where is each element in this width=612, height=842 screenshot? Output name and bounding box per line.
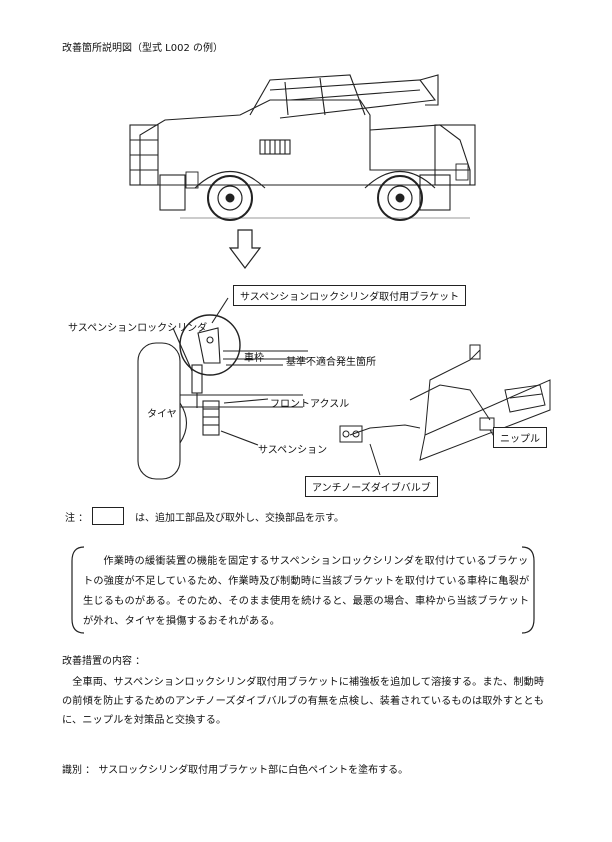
bracket-label: サスペンションロックシリンダ取付用ブラケット <box>233 285 467 306</box>
measures-heading: 改善措置の内容 ： <box>62 656 146 667</box>
anti-nose-dive-valve-figure <box>339 344 551 476</box>
front-axle-label: フロントアクスル <box>270 399 350 410</box>
valve-label: アンチノーズダイブバルブ <box>305 476 438 497</box>
defect-description: 作業時の緩衝装置の機能を固定するサスペンションロックシリンダを取付けているブラケ… <box>83 556 530 627</box>
measures-body: 全車両、サスペンションロックシリンダ取付用ブラケットに補強板を追加して溶接する。… <box>62 677 545 726</box>
suspension-label: サスペンション <box>258 445 328 456</box>
tire-label: タイヤ <box>147 409 177 420</box>
suspension-detail-figure <box>137 297 308 480</box>
crane-illustration <box>129 74 476 221</box>
nipple-label: ニップル <box>493 427 547 448</box>
warning-bracket-frame <box>71 546 535 634</box>
identification-text: 識別 ： サスロックシリンダ取付用ブラケット部に白色ペイントを塗布する。 <box>62 765 409 776</box>
frame-label: 車枠 <box>244 353 264 364</box>
note-prefix: 注 ： <box>65 513 89 524</box>
cylinder-label: サスペンションロックシリンダ <box>68 323 208 334</box>
note-legend-box <box>92 507 124 525</box>
down-arrow-icon <box>228 229 262 269</box>
page-title: 改善箇所説明図（型式 L002 の例） <box>62 43 224 54</box>
note-text: は、追加工部品及び取外し、交換部品を示す。 <box>135 513 344 524</box>
defect-location-label: 基準不適合発生箇所 <box>286 357 376 368</box>
